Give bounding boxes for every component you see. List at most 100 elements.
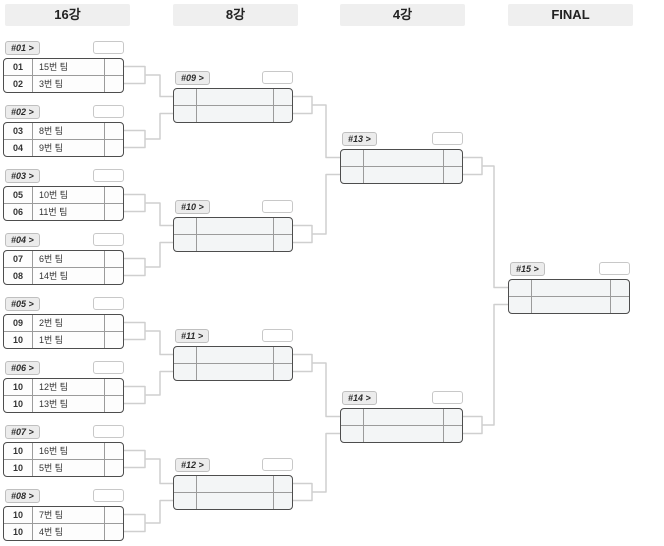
- match-14-slot-1: [341, 409, 462, 425]
- match-unit-03: #03 > 05 10번 팀 06 11번 팀: [3, 169, 124, 221]
- connector-m10-m13: [292, 173, 341, 244]
- match-15-info-box: [599, 262, 630, 275]
- match-10-link[interactable]: #10 >: [175, 200, 210, 214]
- seed-number: 02: [4, 76, 33, 92]
- score-cell: [273, 347, 292, 363]
- seed-number: [174, 89, 197, 105]
- match-07-box: 10 16번 팀 10 5번 팀: [3, 442, 124, 477]
- match-08-link[interactable]: #08 >: [5, 489, 40, 503]
- team-name: 1번 팀: [39, 335, 64, 345]
- match-08-slot-1: 10 7번 팀: [4, 507, 123, 523]
- match-04-slot-2: 08 14번 팀: [4, 267, 123, 284]
- match-12-slot-2: [174, 492, 292, 509]
- team-name: [532, 280, 610, 296]
- match-13-slot-2: [341, 166, 462, 183]
- team-name: [364, 167, 443, 183]
- match-10-slot-1: [174, 218, 292, 234]
- score-cell: [443, 167, 462, 183]
- match-09-link[interactable]: #09 >: [175, 71, 210, 85]
- connector-m04-m10: [123, 241, 174, 277]
- team-name: [197, 493, 273, 509]
- match-08-info-box: [93, 489, 124, 502]
- match-13-link[interactable]: #13 >: [342, 132, 377, 146]
- match-06-slot-2: 10 13번 팀: [4, 395, 123, 412]
- match-07-slot-1: 10 16번 팀: [4, 443, 123, 459]
- match-06-info-box: [93, 361, 124, 374]
- score-cell: [273, 218, 292, 234]
- match-14-slot-2: [341, 425, 462, 442]
- match-11-slot-2: [174, 363, 292, 380]
- match-11-link[interactable]: #11 >: [175, 329, 210, 343]
- match-03-info-box: [93, 169, 124, 182]
- match-05-link[interactable]: #05 >: [5, 297, 40, 311]
- match-07-slot-2: 10 5번 팀: [4, 459, 123, 476]
- connector-m12-m14: [292, 432, 341, 502]
- team-name: [197, 106, 273, 122]
- match-01-slot-1: 01 15번 팀: [4, 59, 123, 75]
- connector-m01-m09: [123, 65, 174, 98]
- score-cell: [273, 364, 292, 380]
- team-name: 15번 팀: [39, 62, 69, 72]
- score-cell: [104, 379, 123, 395]
- score-cell: [104, 315, 123, 331]
- match-06-link[interactable]: #06 >: [5, 361, 40, 375]
- seed-number: 06: [4, 204, 33, 220]
- match-unit-09: #09 >: [173, 71, 293, 123]
- match-unit-05: #05 > 09 2번 팀 10 1번 팀: [3, 297, 124, 349]
- match-09-box: [173, 88, 293, 123]
- team-name: 4번 팀: [39, 527, 64, 537]
- match-11-box: [173, 346, 293, 381]
- match-09-info-box: [262, 71, 293, 84]
- match-01-box: 01 15번 팀 02 3번 팀: [3, 58, 124, 93]
- round-header-8: 8강: [173, 4, 298, 26]
- team-name: 10번 팀: [39, 190, 69, 200]
- match-14-link[interactable]: #14 >: [342, 391, 377, 405]
- match-unit-14: #14 >: [340, 391, 463, 443]
- seed-number: 10: [4, 396, 33, 412]
- match-01-link[interactable]: #01 >: [5, 41, 40, 55]
- seed-number: 05: [4, 187, 33, 203]
- match-12-slot-1: [174, 476, 292, 492]
- match-02-info-box: [93, 105, 124, 118]
- match-06-slot-1: 10 12번 팀: [4, 379, 123, 395]
- match-10-slot-2: [174, 234, 292, 251]
- match-05-slot-2: 10 1번 팀: [4, 331, 123, 348]
- team-name: 3번 팀: [39, 79, 64, 89]
- match-09-slot-2: [174, 105, 292, 122]
- match-07-link[interactable]: #07 >: [5, 425, 40, 439]
- match-06-box: 10 12번 팀 10 13번 팀: [3, 378, 124, 413]
- match-04-info-box: [93, 233, 124, 246]
- match-13-slot-1: [341, 150, 462, 166]
- match-02-link[interactable]: #02 >: [5, 105, 40, 119]
- seed-number: [174, 106, 197, 122]
- match-03-link[interactable]: #03 >: [5, 169, 40, 183]
- team-name: 12번 팀: [39, 382, 69, 392]
- team-name: [532, 297, 610, 313]
- match-unit-10: #10 >: [173, 200, 293, 252]
- match-unit-07: #07 > 10 16번 팀 10 5번 팀: [3, 425, 124, 477]
- team-name: 5번 팀: [39, 463, 64, 473]
- match-04-link[interactable]: #04 >: [5, 233, 40, 247]
- score-cell: [104, 59, 123, 75]
- connector-m05-m11: [123, 321, 174, 356]
- score-cell: [104, 332, 123, 348]
- match-12-link[interactable]: #12 >: [175, 458, 210, 472]
- match-15-box: [508, 279, 630, 314]
- match-03-slot-1: 05 10번 팀: [4, 187, 123, 203]
- team-name: [197, 218, 273, 234]
- seed-number: 10: [4, 507, 33, 523]
- score-cell: [104, 76, 123, 92]
- score-cell: [104, 268, 123, 284]
- match-02-slot-2: 04 9번 팀: [4, 139, 123, 156]
- connector-m09-m13: [292, 95, 341, 159]
- seed-number: 10: [4, 443, 33, 459]
- match-10-info-box: [262, 200, 293, 213]
- match-15-slot-2: [509, 296, 629, 313]
- team-name: [364, 426, 443, 442]
- score-cell: [104, 507, 123, 523]
- match-14-info-box: [432, 391, 463, 404]
- team-name: 8번 팀: [39, 126, 64, 136]
- match-15-link[interactable]: #15 >: [510, 262, 545, 276]
- connector-m06-m11: [123, 370, 174, 405]
